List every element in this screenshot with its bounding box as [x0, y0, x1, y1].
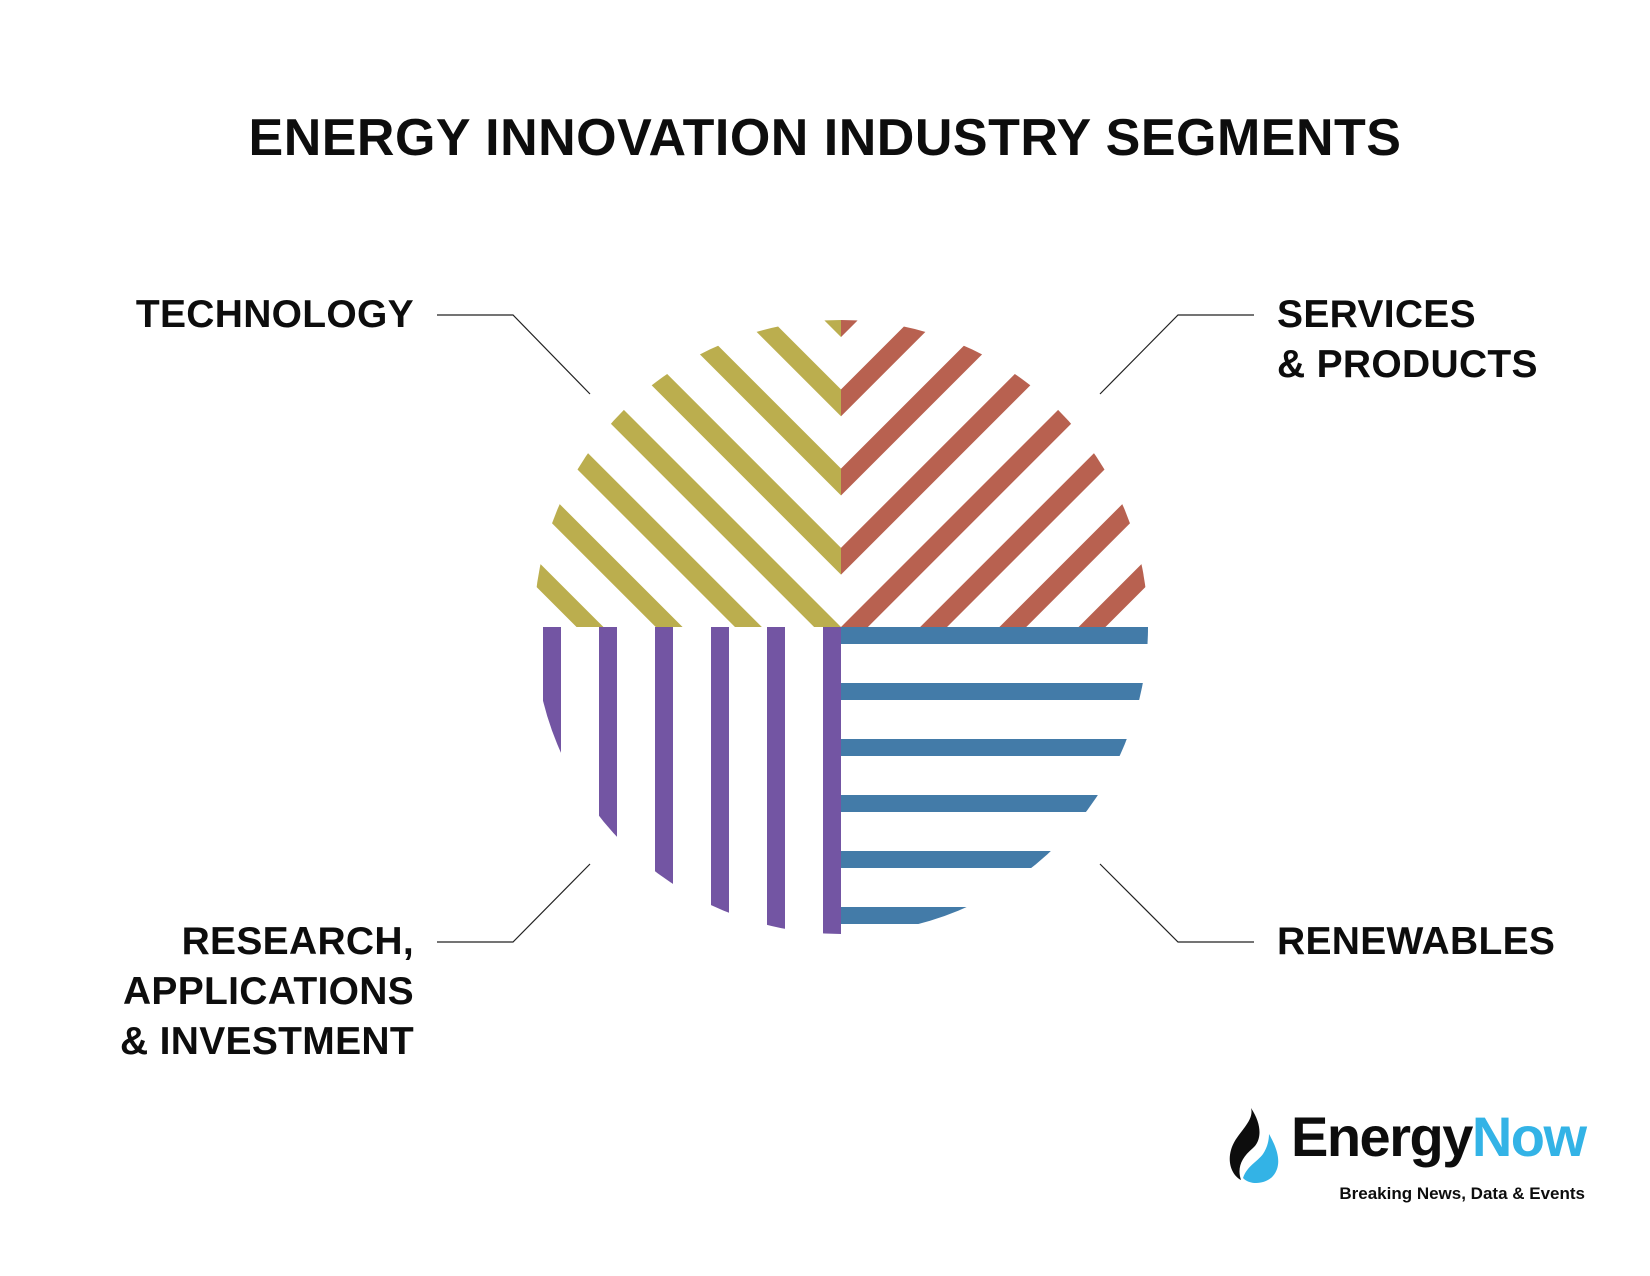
leader-line-services	[1099, 314, 1254, 395]
label-line: TECHNOLOGY	[135, 293, 414, 336]
label-research: RESEARCH, APPLICATIONS & INVESTMENT	[120, 917, 414, 1067]
label-line: SERVICES	[1277, 293, 1476, 336]
label-line: APPLICATIONS	[122, 970, 414, 1013]
logo-word-energy: Energy	[1291, 1105, 1473, 1168]
leader-line-renewables	[1099, 863, 1254, 943]
label-renewables: RENEWABLES	[1277, 917, 1555, 967]
segment-research	[534, 627, 841, 934]
segment-renewables	[841, 627, 1148, 934]
label-line: & PRODUCTS	[1277, 343, 1538, 386]
logo-wordmark: EnergyNow	[1291, 1104, 1587, 1169]
leader-line-research	[437, 863, 591, 943]
label-line: RENEWABLES	[1277, 920, 1556, 963]
logo-word-now: Now	[1471, 1105, 1587, 1168]
page-title: ENERGY INNOVATION INDUSTRY SEGMENTS	[248, 109, 1402, 167]
leader-line-technology	[437, 314, 591, 395]
logo-tagline: Breaking News, Data & Events	[1339, 1184, 1585, 1203]
label-line: RESEARCH,	[181, 920, 414, 963]
segment-technology	[534, 320, 841, 627]
label-services: SERVICES & PRODUCTS	[1277, 290, 1538, 390]
label-technology: TECHNOLOGY	[136, 290, 414, 340]
energynow-logo: EnergyNow Breaking News, Data & Events	[1225, 1100, 1587, 1210]
segment-services	[841, 320, 1148, 627]
flame-drop-icon	[1229, 1108, 1279, 1184]
label-line: & INVESTMENT	[120, 1020, 414, 1063]
